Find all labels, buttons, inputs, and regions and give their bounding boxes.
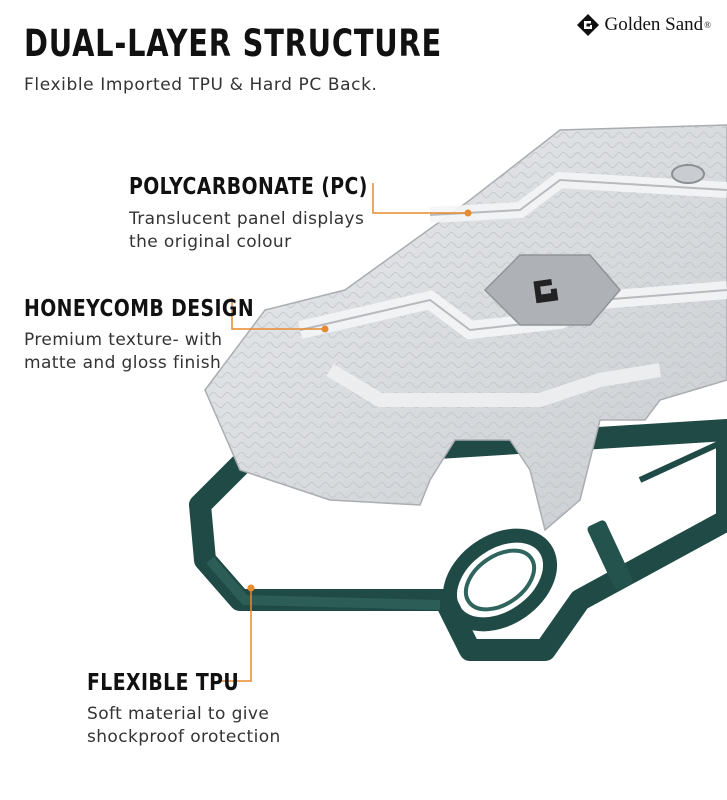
brand-mark: ® — [704, 20, 711, 30]
feature-pc-desc: Translucent panel displays the original … — [129, 208, 364, 254]
page-title: DUAL-LAYER STRUCTURE — [24, 22, 443, 65]
feature-honeycomb-desc: Premium texture- with matte and gloss fi… — [24, 329, 222, 375]
callout-lines — [220, 183, 472, 682]
feature-tpu-desc: Soft material to give shockproof orotect… — [87, 703, 281, 749]
feature-honeycomb-line2: matte and gloss finish — [24, 353, 222, 373]
feature-honeycomb-heading: HONEYCOMB DESIGN — [24, 296, 255, 322]
feature-pc-line1: Translucent panel displays — [129, 209, 365, 229]
feature-pc-heading: POLYCARBONATE (PC) — [129, 174, 368, 200]
gs-logo-icon — [533, 279, 559, 304]
page-subtitle: Flexible Imported TPU & Hard PC Back. — [24, 75, 378, 95]
feature-honeycomb-line1: Premium texture- with — [24, 330, 223, 350]
golden-sand-logo-icon — [577, 14, 600, 36]
brand-name: Golden Sand — [604, 14, 704, 35]
brand-logo: Golden Sand® — [576, 13, 711, 37]
feature-tpu-line2: shockproof orotection — [87, 727, 281, 747]
feature-tpu-heading: FLEXIBLE TPU — [87, 670, 240, 696]
pc-back-panel — [204, 124, 727, 532]
feature-tpu-line1: Soft material to give — [87, 704, 270, 724]
feature-pc-line2: the original colour — [129, 232, 292, 252]
